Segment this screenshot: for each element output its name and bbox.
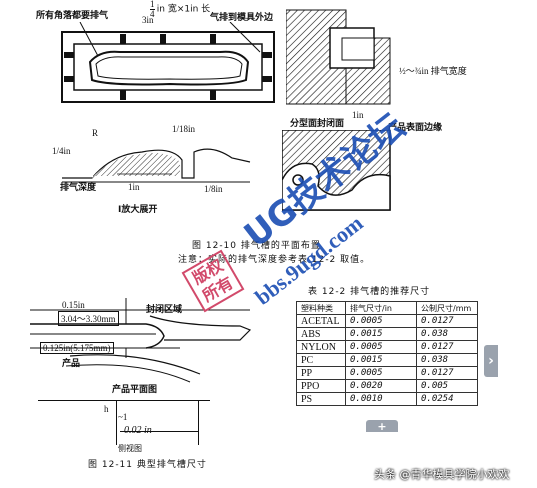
dim-tilde-1: ~1 [118, 412, 128, 422]
table-cell-inch: 0.0020 [345, 379, 417, 393]
vent-plan-drawing [30, 298, 252, 383]
dim-1in-top: 1in [352, 110, 364, 120]
vent-size-denominator: 4 [150, 9, 155, 19]
dim-002in: 0.02 in [124, 425, 152, 436]
table-row: ABS 0.0015 0.038 [296, 327, 478, 341]
dim-1in-mid: 1in [128, 182, 140, 192]
label-plan-view: 产品平面图 [112, 385, 158, 395]
table-cell-mm: 0.005 [416, 379, 478, 393]
table-row: PS 0.0010 0.0254 [296, 392, 478, 406]
dim-015in: 0.15in [62, 300, 85, 310]
label-product-edge: 产品表面边缘 [388, 123, 443, 133]
dim-304mm: 3.04～3.30mm [58, 311, 119, 326]
vent-size-rest: in 宽×1in 长 [156, 4, 211, 15]
table-cell-plastic: ACETAL [296, 314, 346, 328]
table-12-2-title: 表 12-2 排气槽的推荐尺寸 [308, 287, 431, 297]
table-cell-inch: 0.0015 [345, 327, 417, 341]
label-parting-line: 分型面封闭面 [290, 119, 345, 129]
table-cell-plastic: ABS [296, 327, 346, 341]
fig-12-11-caption: 图 12-11 典型排气槽尺寸 [88, 460, 207, 470]
table-cell-plastic: PC [296, 353, 346, 367]
table-header-cell: 排气尺寸/in [345, 301, 417, 315]
dim-0125in: 0.125in(5.175mm) [40, 342, 114, 354]
dim-3in: 3in [142, 15, 154, 25]
dim-h: h [104, 404, 109, 414]
table-cell-plastic: PPO [296, 379, 346, 393]
table-row: PPO 0.0020 0.005 [296, 379, 478, 393]
fig-12-10-caption: 图 12-10 排气槽的平面布置 [192, 241, 321, 251]
table-row: PC 0.0015 0.038 [296, 353, 478, 367]
table-cell-mm: 0.0127 [416, 314, 478, 328]
label-enlarged: I放大展开 [118, 205, 158, 215]
table-cell-plastic: PP [296, 366, 346, 380]
table-cell-mm: 0.0254 [416, 392, 478, 406]
table-cell-plastic: PS [296, 392, 346, 406]
side-view-box [38, 400, 210, 445]
label-r: R [92, 128, 99, 138]
table-cell-inch: 0.0015 [345, 353, 417, 367]
note-all-corners: 所有角落都要排气 [36, 11, 109, 21]
next-page-button[interactable]: › [484, 345, 498, 377]
vent-size-table: 塑料种类 排气尺寸/in 公制尺寸/mm ACETAL 0.0005 0.012… [296, 301, 478, 406]
side-view-divider [116, 401, 117, 445]
table-row: ACETAL 0.0005 0.0127 [296, 314, 478, 328]
table-header-row: 塑料种类 排气尺寸/in 公制尺寸/mm [296, 301, 478, 315]
table-cell-plastic: NYLON [296, 340, 346, 354]
table-cell-inch: 0.0005 [345, 314, 417, 328]
expand-button[interactable]: + [366, 420, 398, 433]
parting-section-drawing [286, 9, 391, 105]
table-cell-mm: 0.038 [416, 353, 478, 367]
table-cell-mm: 0.038 [416, 327, 478, 341]
table-cell-inch: 0.0005 [345, 340, 417, 354]
vent-size-label: 1 4 in 宽×1in 长 [150, 0, 210, 19]
dim-vent-width: ½～¾in 排气宽度 [399, 66, 467, 76]
side-view-edge [198, 401, 199, 445]
label-seal-zone: 封闭区域 [146, 305, 183, 315]
table-cell-mm: 0.0127 [416, 340, 478, 354]
label-vent-depth: 排气深度 [60, 183, 97, 193]
hatched-block-drawing [282, 130, 391, 211]
dim-1-18in: 1/18in [172, 124, 196, 134]
table-cell-mm: 0.0127 [416, 366, 478, 380]
fig-12-10-note: 注意：实际的排气深度参考表 12-2 取值。 [178, 255, 371, 265]
credit-label: 头条 @青华模具学院小欢欢 [374, 468, 510, 481]
label-product: 产品 [62, 359, 81, 369]
table-row: NYLON 0.0005 0.0127 [296, 340, 478, 354]
table-row: PP 0.0005 0.0127 [296, 366, 478, 380]
table-cell-inch: 0.0005 [345, 366, 417, 380]
table-header-cell: 公制尺寸/mm [416, 301, 478, 315]
mold-plan-drawing [61, 22, 275, 103]
vent-size-numerator: 1 [150, 0, 155, 9]
dim-1-4in: 1/4in [52, 146, 71, 156]
enlarged-vent-profile [62, 148, 251, 183]
table-header-cell: 塑料种类 [296, 301, 346, 315]
table-cell-inch: 0.0010 [345, 392, 417, 406]
note-vent-to-edge: 气排到模具外边 [210, 13, 274, 23]
dim-1-8in: 1/8in [204, 184, 223, 194]
side-view-base [120, 431, 198, 432]
label-side-view: 侧视图 [118, 444, 142, 453]
